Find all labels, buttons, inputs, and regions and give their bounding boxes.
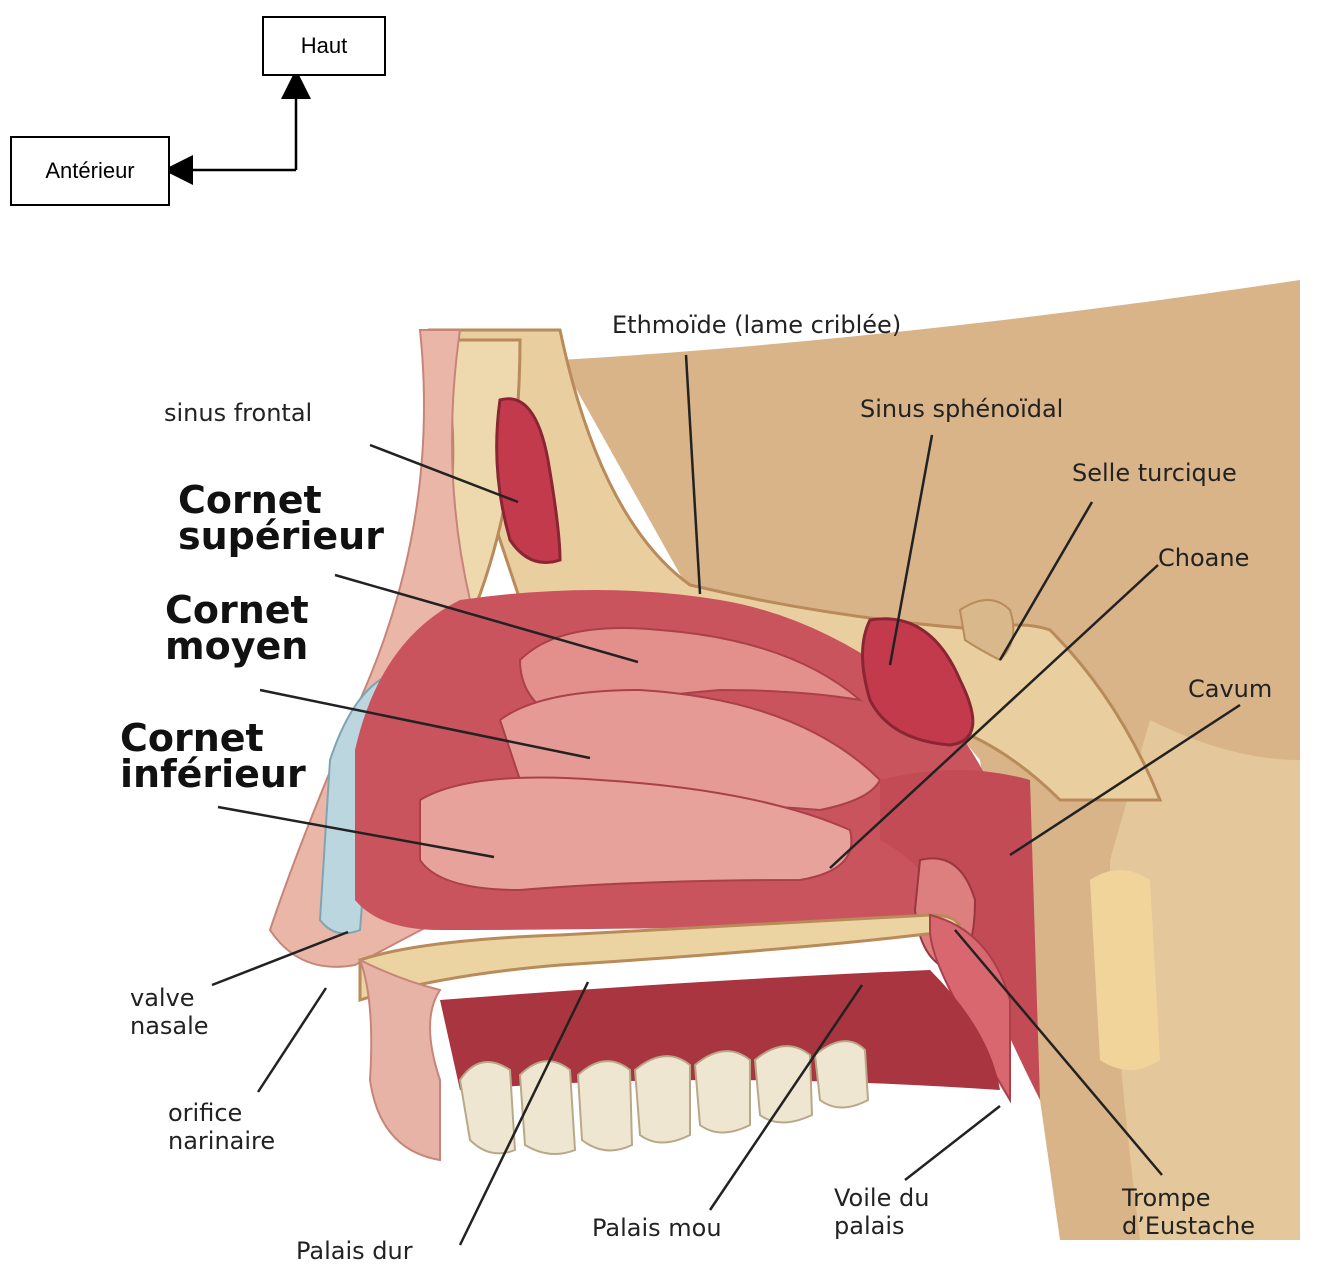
label-sinus-sphenoidal: Sinus sphénoïdal xyxy=(860,396,1063,424)
label-choane: Choane xyxy=(1158,545,1249,573)
label-cornet-inferieur: Cornet inférieur xyxy=(120,720,306,792)
label-cornet-superieur-line2: supérieur xyxy=(178,518,384,554)
label-cornet-superieur-line1: Cornet xyxy=(178,482,384,518)
label-cavum: Cavum xyxy=(1188,676,1272,704)
label-orifice-narinaire-line1: orifice xyxy=(168,1100,275,1128)
label-palais-dur: Palais dur xyxy=(296,1238,413,1266)
label-voile-du-palais-line1: Voile du xyxy=(834,1185,929,1213)
label-orifice-narinaire: orifice narinaire xyxy=(168,1100,275,1155)
leader-voile-du-palais xyxy=(905,1106,1000,1180)
label-orifice-narinaire-line2: narinaire xyxy=(168,1128,275,1156)
label-trompe-eustache: Trompe d’Eustache xyxy=(1122,1185,1255,1240)
label-cornet-inferieur-line2: inférieur xyxy=(120,756,306,792)
label-selle-turcique: Selle turcique xyxy=(1072,460,1237,488)
label-palais-mou: Palais mou xyxy=(592,1215,722,1243)
label-valve-nasale-line2: nasale xyxy=(130,1013,209,1041)
label-valve-nasale-line1: valve xyxy=(130,985,209,1013)
upper-lip xyxy=(360,960,440,1160)
leader-orifice-narinaire xyxy=(258,988,326,1092)
label-cornet-moyen-line1: Cornet xyxy=(165,592,309,628)
label-cornet-moyen-line2: moyen xyxy=(165,628,309,664)
label-voile-du-palais: Voile du palais xyxy=(834,1185,929,1240)
label-trompe-eustache-line1: Trompe xyxy=(1122,1185,1255,1213)
label-ethmoide: Ethmoïde (lame criblée) xyxy=(612,312,901,340)
label-cornet-inferieur-line1: Cornet xyxy=(120,720,306,756)
vertebra xyxy=(1090,870,1160,1070)
label-sinus-frontal: sinus frontal xyxy=(164,400,312,428)
label-valve-nasale: valve nasale xyxy=(130,985,209,1040)
label-voile-du-palais-line2: palais xyxy=(834,1213,929,1241)
label-cornet-superieur: Cornet supérieur xyxy=(178,482,384,554)
label-trompe-eustache-line2: d’Eustache xyxy=(1122,1213,1255,1241)
label-cornet-moyen: Cornet moyen xyxy=(165,592,309,664)
